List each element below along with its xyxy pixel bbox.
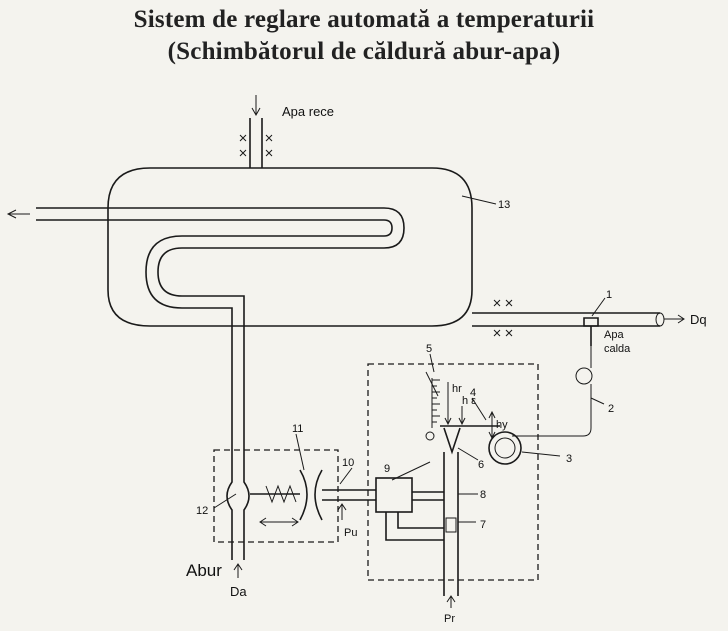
component-number-6: 6 [478, 459, 484, 471]
actuator-diaphragm [299, 469, 323, 521]
dq-arrow [664, 314, 685, 324]
component-number-1: 1 [606, 289, 612, 301]
heating-coil [36, 207, 405, 462]
diagram-title-line1: Sistem de reglare automată a temperaturi… [133, 6, 595, 33]
relay-to-nozzle-line [412, 491, 444, 501]
component-number-3: 3 [566, 453, 572, 465]
output-line-pu [322, 489, 376, 501]
component-number-10: 10 [342, 457, 354, 469]
heating-coil-inner [36, 219, 393, 462]
label-abur: Abur [186, 561, 222, 580]
component-number-8: 8 [480, 489, 486, 501]
supply-pr-arrow [446, 595, 456, 608]
setpoint-arrow [425, 371, 439, 397]
outlet-end [655, 312, 665, 327]
valve-body [226, 462, 250, 560]
heat-exchanger-tank [107, 167, 473, 327]
nozzle [443, 427, 461, 455]
temperature-sensor [583, 317, 599, 346]
pivot [425, 431, 435, 441]
hot-water-outlet-pipe [472, 312, 660, 327]
leader-lines [213, 195, 606, 523]
label-apa-rece: Apa rece [282, 104, 334, 119]
pneumatic-relay [375, 477, 413, 513]
component-number-13: 13 [498, 199, 510, 211]
valve-box [213, 449, 339, 543]
amplifier-column [443, 452, 459, 596]
capillary-coil [575, 367, 593, 385]
controller-box [367, 363, 539, 581]
component-number-7: 7 [480, 519, 486, 531]
component-number-12: 12 [196, 505, 208, 517]
hr-arrow [444, 382, 452, 426]
outlet-valves [493, 299, 513, 337]
label-he: h ε [462, 395, 476, 407]
relay-feedback-line [385, 512, 444, 541]
label-pr: Pr [444, 613, 455, 625]
label-da: Da [230, 584, 247, 599]
component-number-9: 9 [384, 463, 390, 475]
pu-arrow [337, 503, 347, 520]
label-calda: calda [604, 343, 631, 355]
label-hr: hr [452, 383, 462, 395]
valve-travel-arrow [259, 517, 299, 527]
steam-da-arrow [233, 563, 243, 578]
label-hy: hy [496, 419, 508, 431]
component-number-11: 11 [292, 423, 303, 435]
cold-water-arrow [251, 95, 261, 117]
component-number-4: 4 [470, 387, 476, 399]
bourdon-tube-inner [494, 437, 516, 459]
cold-water-inlet-pipe [249, 118, 263, 168]
diagram-title-line2: (Schimbătorul de căldură abur-apa) [167, 38, 561, 65]
actuator-spring [265, 484, 297, 504]
restriction-7 [445, 517, 457, 533]
capillary-tube [512, 346, 592, 437]
label-dq: Dq [690, 312, 707, 327]
bourdon-tube [488, 431, 522, 465]
hy-arrow [488, 410, 496, 440]
cold-water-valves [239, 134, 273, 157]
label-apa: Apa [604, 329, 624, 341]
component-number-5: 5 [426, 343, 432, 355]
component-number-2: 2 [608, 403, 614, 415]
he-arrow [458, 406, 466, 426]
coil-outlet-arrow [6, 209, 30, 219]
label-pu: Pu [344, 527, 357, 539]
